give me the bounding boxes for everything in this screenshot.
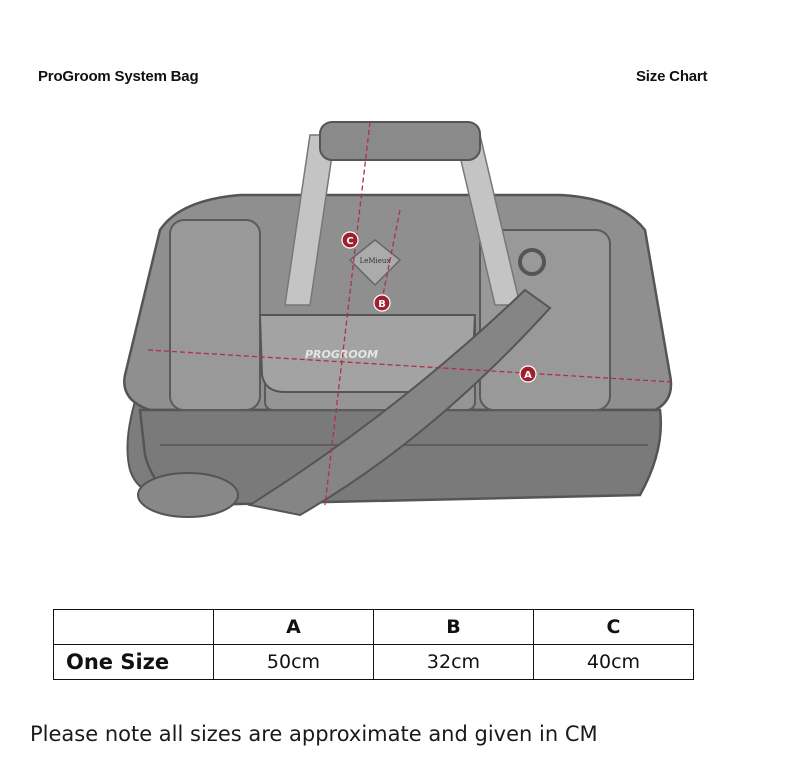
table-header-cell: C [533,609,694,645]
table-cell: 32cm [373,644,534,680]
bag-illustration: LeMieux PROGROOM A B C [123,121,673,518]
strap-clip [518,248,546,276]
marker-b: B [373,294,391,312]
table-header-cell: A [213,609,374,645]
size-chart-label: Size Chart [636,68,708,85]
svg-text:C: C [346,236,353,247]
table-header-row: A B C [53,609,694,645]
brand-wordmark: PROGROOM [305,348,378,361]
marker-c: C [341,231,359,249]
svg-text:B: B [378,299,386,310]
strap-pad [137,472,239,518]
marker-a: A [519,365,537,383]
row-label: One Size [53,644,214,680]
dimension-line-c [324,121,371,506]
table-header-cell: B [373,609,534,645]
size-note: Please note all sizes are approximate an… [30,722,598,746]
svg-text:LeMieux: LeMieux [360,257,391,265]
size-table: A B C One Size 50cm 32cm 40cm [53,609,694,680]
table-cell: 50cm [213,644,374,680]
table-header-cell [53,609,214,645]
table-row: One Size 50cm 32cm 40cm [53,644,694,680]
page-title: ProGroom System Bag [38,68,199,85]
handle-grip [319,121,481,161]
dimension-line-b [379,209,401,311]
bag-base [138,408,663,507]
table-cell: 40cm [533,644,694,680]
side-pocket-left [169,219,261,411]
svg-text:A: A [524,370,532,381]
